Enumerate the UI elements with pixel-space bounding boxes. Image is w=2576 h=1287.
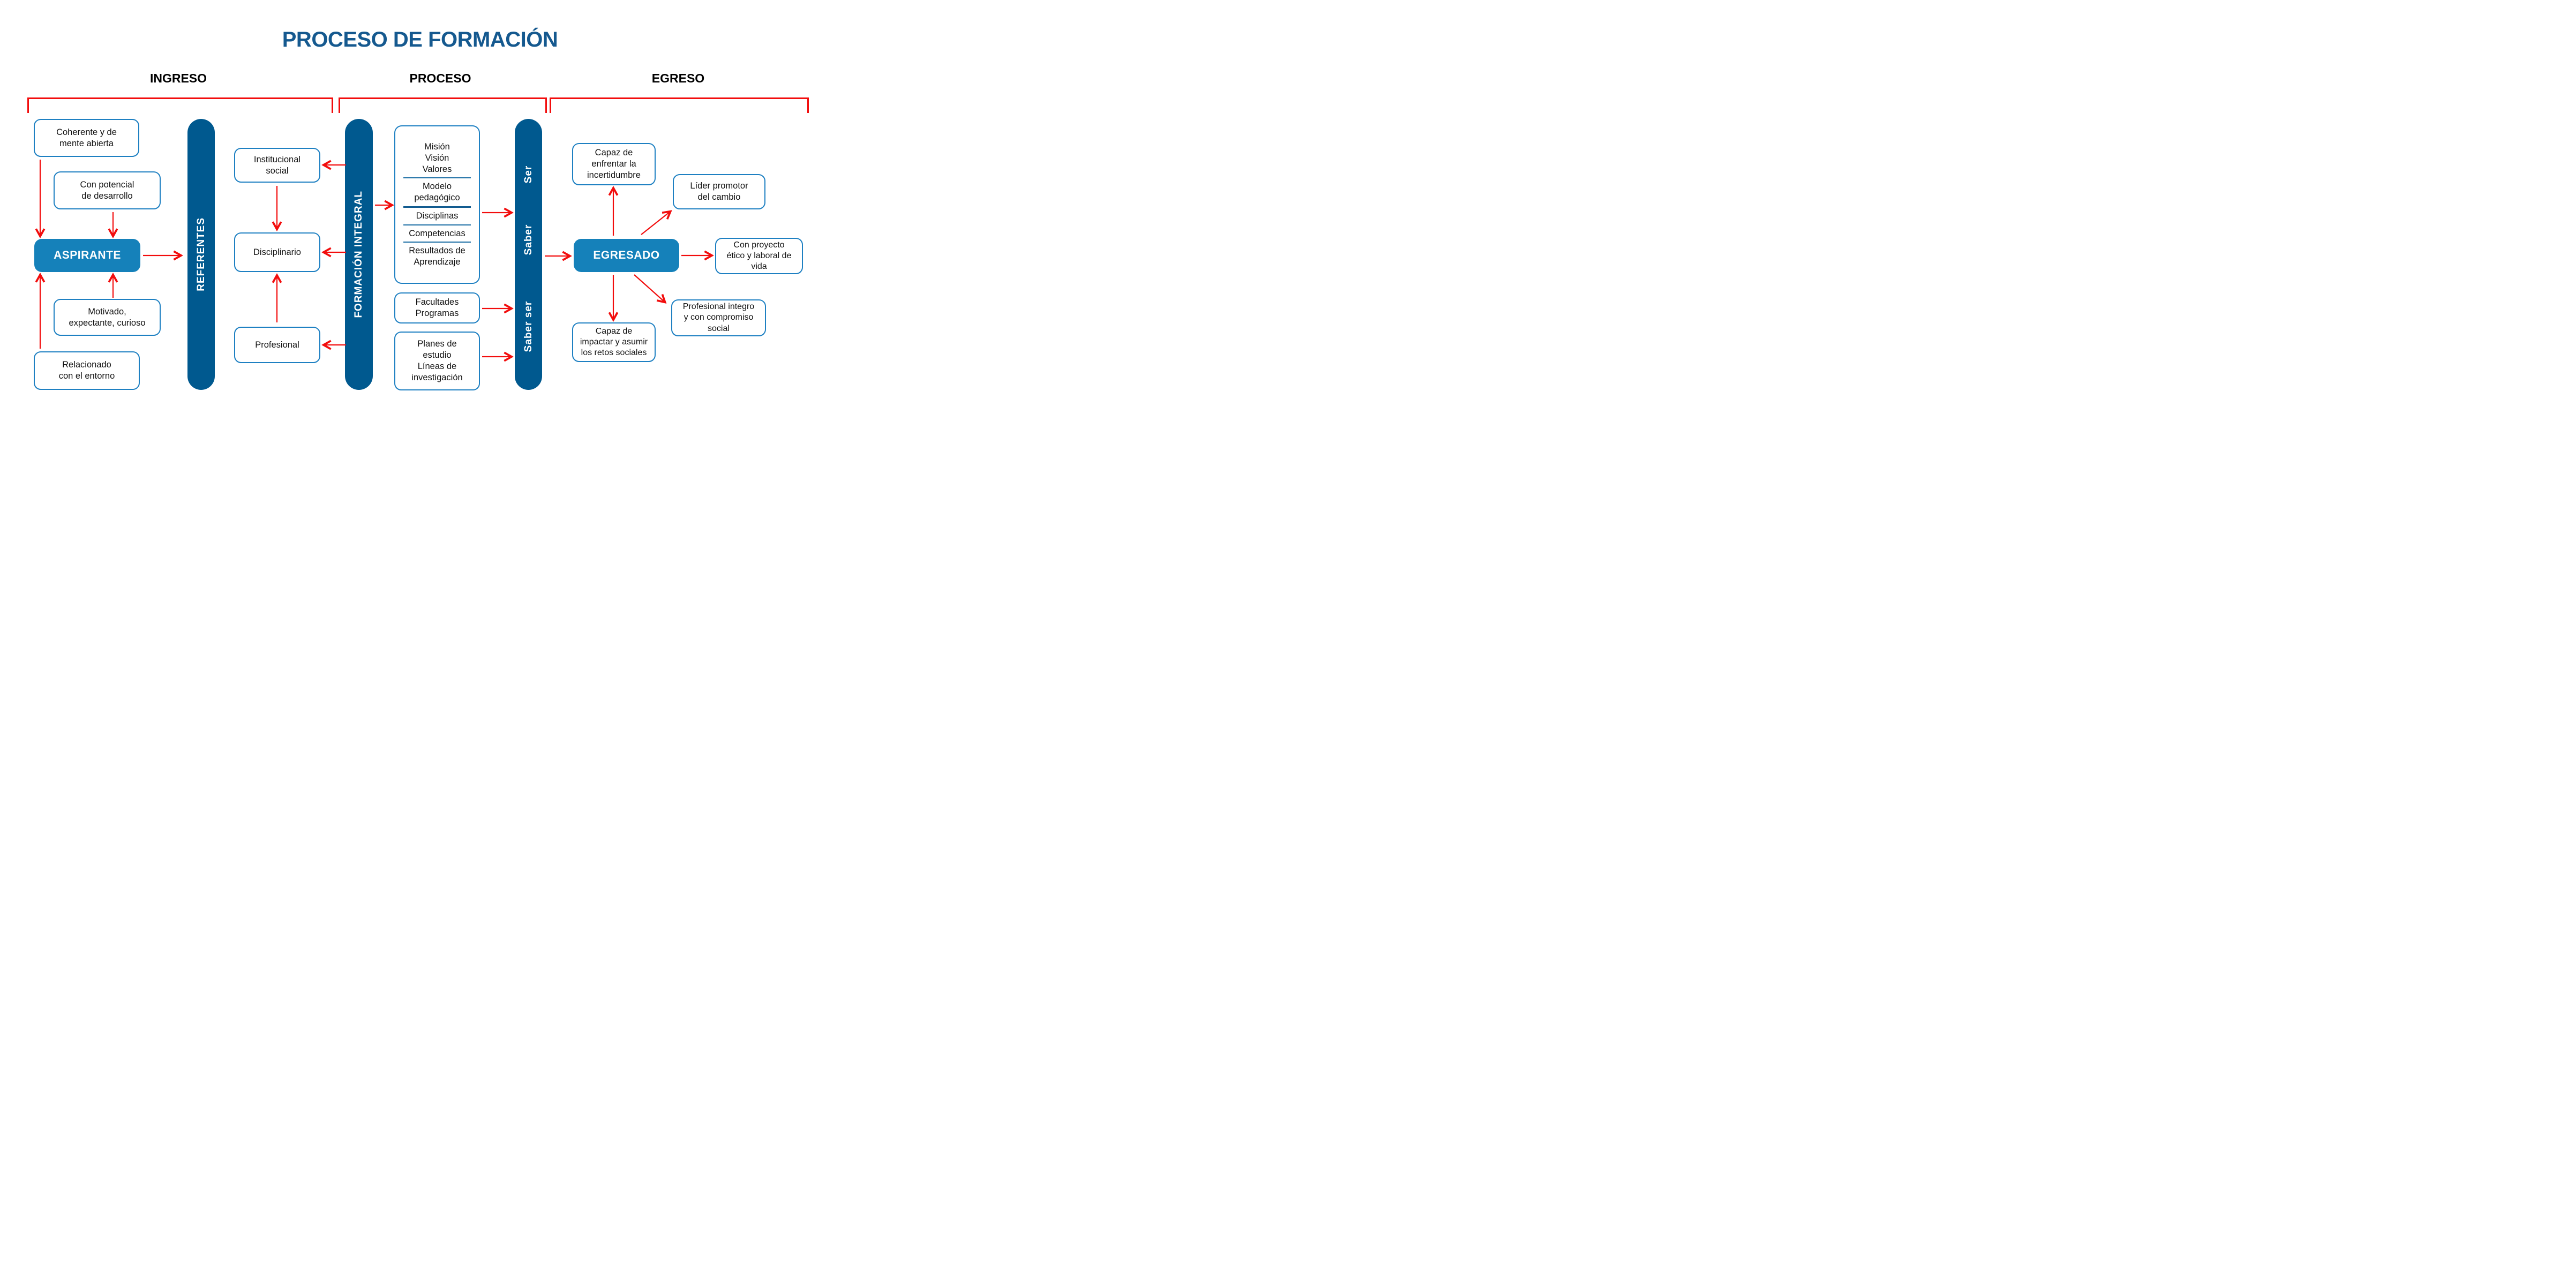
section-header-egreso: EGRESO bbox=[651, 71, 705, 85]
node-aspirante: ASPIRANTE bbox=[34, 239, 140, 272]
bar-referentes-label: REFERENTES bbox=[195, 217, 207, 291]
node-con-potencial: Con potencial de desarrollo bbox=[54, 171, 161, 209]
bar-referentes: REFERENTES bbox=[187, 119, 215, 390]
node-planes-lineas: Planes de estudio Líneas de investigació… bbox=[394, 332, 480, 390]
node-egresado: EGRESADO bbox=[574, 239, 679, 272]
node-capaz-enfrentar: Capaz de enfrentar la incertidumbre bbox=[572, 143, 656, 185]
ingreso-bracket bbox=[27, 97, 333, 113]
node-relacionado: Relacionado con el entorno bbox=[34, 351, 140, 390]
proceso-bracket bbox=[339, 97, 547, 113]
divider bbox=[403, 242, 471, 243]
node-lider-promotor: Líder promotor del cambio bbox=[673, 174, 765, 209]
node-coherente: Coherente y de mente abierta bbox=[34, 119, 139, 157]
divider-thick bbox=[403, 206, 471, 208]
curriculum-competencias: Competencias bbox=[409, 228, 465, 238]
curriculum-resultados-aprendizaje: Resultados de Aprendizaje bbox=[409, 246, 465, 267]
curriculum-modelo-pedagogico: Modelo pedagógico bbox=[414, 182, 460, 202]
arrow-egresado-to-profesional-integro bbox=[634, 274, 664, 302]
node-disciplinario: Disciplinario bbox=[234, 232, 320, 272]
bar-dimensiones: Ser Saber Saber ser bbox=[515, 119, 542, 390]
divider bbox=[403, 177, 471, 179]
bar-formacion-integral-label: FORMACIÓN INTEGRAL bbox=[353, 191, 364, 318]
curriculum-mision-vision-valores: Misión Visión Valores bbox=[422, 142, 452, 174]
node-profesional-integro: Profesional integro y con compromiso soc… bbox=[671, 299, 766, 336]
egreso-bracket bbox=[550, 97, 809, 113]
node-motivado: Motivado, expectante, curioso bbox=[54, 299, 161, 336]
process-diagram: PROCESO DE FORMACIÓN INGRESO PROCESO EGR… bbox=[0, 0, 840, 419]
dimension-saber: Saber bbox=[522, 224, 534, 255]
node-capaz-impactar: Capaz de impactar y asumir los retos soc… bbox=[572, 322, 656, 362]
curriculum-disciplinas: Disciplinas bbox=[416, 211, 459, 221]
dimension-ser: Ser bbox=[522, 165, 534, 184]
arrow-egresado-to-lider bbox=[641, 212, 670, 235]
node-curriculum: Misión Visión Valores Modelo pedagógico … bbox=[394, 125, 480, 284]
dimension-saber-ser: Saber ser bbox=[522, 300, 534, 352]
divider bbox=[403, 224, 471, 225]
bar-formacion-integral: FORMACIÓN INTEGRAL bbox=[345, 119, 373, 390]
node-profesional: Profesional bbox=[234, 327, 320, 363]
node-institucional-social: Institucional social bbox=[234, 148, 320, 183]
node-con-proyecto: Con proyecto ético y laboral de vida bbox=[715, 238, 803, 274]
section-header-ingreso: INGRESO bbox=[149, 71, 207, 85]
page-title: PROCESO DE FORMACIÓN bbox=[282, 28, 558, 51]
section-header-proceso: PROCESO bbox=[409, 71, 471, 85]
node-facultades-programas: Facultades Programas bbox=[394, 292, 480, 323]
